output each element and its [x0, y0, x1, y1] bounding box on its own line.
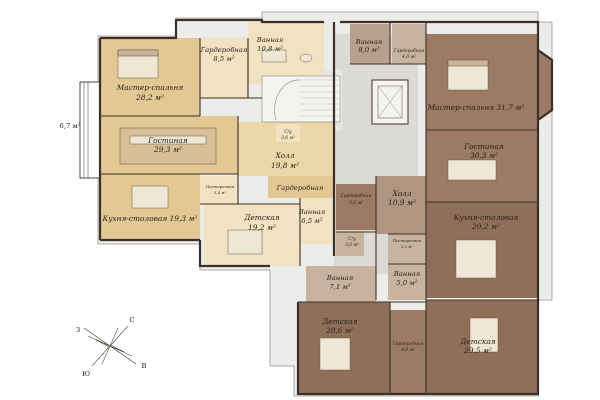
compass-e: В — [142, 362, 147, 370]
left-living-name: Гостиная — [147, 136, 188, 145]
left-kids-area: 19,2 м² — [248, 223, 276, 232]
left-living-area: 29,3 м² — [153, 145, 182, 154]
left-wardrobe2-name: Гардеробная — [276, 184, 324, 192]
left-pantry-name: Постирочная — [205, 184, 235, 189]
walls — [98, 18, 554, 396]
right-wardrobe-top-area: 4,0 м² — [401, 54, 416, 60]
right-wc-area: 3,6 м² — [345, 242, 359, 248]
stair-core — [261, 75, 409, 125]
left-bath2-area: 6,5 м² — [301, 217, 323, 225]
right-kitchen-area: 20,2 м² — [471, 222, 500, 231]
balcony-area: 6,7 м² — [60, 122, 81, 130]
right-kitchen-name: Кухня-столовая — [453, 213, 519, 222]
right-hall-name: Холл — [391, 189, 411, 198]
furniture — [117, 49, 499, 371]
right-hall-area: 10,9 м² — [388, 198, 416, 207]
left-bath-area: 10,8 м² — [257, 45, 283, 53]
right-kids-left-name: Детская — [321, 317, 357, 326]
left-wc-area: 3,6 м² — [281, 135, 295, 141]
right-bath-mid-area: 5,0 м² — [396, 279, 418, 287]
left-master-name: Мастер-спальня — [116, 83, 184, 92]
compass-rose: С Ю В З — [76, 316, 147, 378]
left-pantry-area: 3,4 м² — [214, 190, 226, 195]
left-hall-area: 19,8 м² — [271, 161, 299, 170]
right-bath-top-name: Ванная — [355, 38, 383, 46]
right-kids-left-area: 20,6 м² — [325, 326, 354, 335]
left-kitchen-name: Кухня-столовая 19,3 м² — [101, 214, 197, 223]
right-living-area: 30,3 м² — [470, 151, 498, 160]
right-pantry-name: Постирочная — [392, 238, 422, 243]
labels-left: Мастер-спальня 28,2 м² Гардеробная 8,5 м… — [101, 36, 325, 232]
left-bath2-name: Ванная — [298, 208, 326, 216]
right-kids-right-area: 29,5 м² — [463, 346, 492, 355]
right-wc-name: С/у — [348, 237, 356, 242]
right-pantry-area: 3,2 м² — [401, 244, 413, 249]
balcony: 6,7 м² — [60, 81, 101, 179]
right-living-name: Гостиная — [463, 142, 504, 151]
left-kids-name: Детская — [243, 213, 279, 222]
labels-right: Ванная 8,0 м² Гардеробная 4,0 м² Мастер-… — [321, 38, 524, 355]
compass-s: Ю — [82, 370, 90, 378]
right-wardrobe-area: 8,6 м² — [349, 200, 363, 206]
right-wardrobe-top-name: Гардеробная — [393, 49, 424, 54]
left-wc-name: С/у — [284, 130, 292, 135]
right-master-name: Мастер-спальня 31,7 м² — [427, 103, 525, 112]
right-wardrobe-name: Гардеробная — [340, 194, 371, 199]
right-bath-low-area: 7,1 м² — [329, 283, 351, 291]
right-bath-mid-name: Ванная — [393, 270, 421, 278]
left-hall-name: Холл — [274, 151, 294, 160]
right-wardrobe-low-name: Гардеробная — [392, 342, 423, 347]
right-bath-low-name: Ванная — [326, 274, 354, 282]
right-kids-right-name: Детская — [459, 337, 495, 346]
left-wardrobe-area: 8,5 м² — [213, 55, 235, 63]
left-wardrobe-name: Гардеробная — [200, 46, 248, 54]
right-wardrobe-low-area: 4,0 м² — [400, 347, 415, 353]
compass-w: З — [76, 326, 80, 334]
right-bath-top-area: 8,0 м² — [358, 46, 380, 54]
left-bath-name: Ванная — [256, 36, 284, 44]
left-master-area: 28,2 м² — [135, 93, 164, 102]
compass-n: С — [129, 316, 134, 324]
